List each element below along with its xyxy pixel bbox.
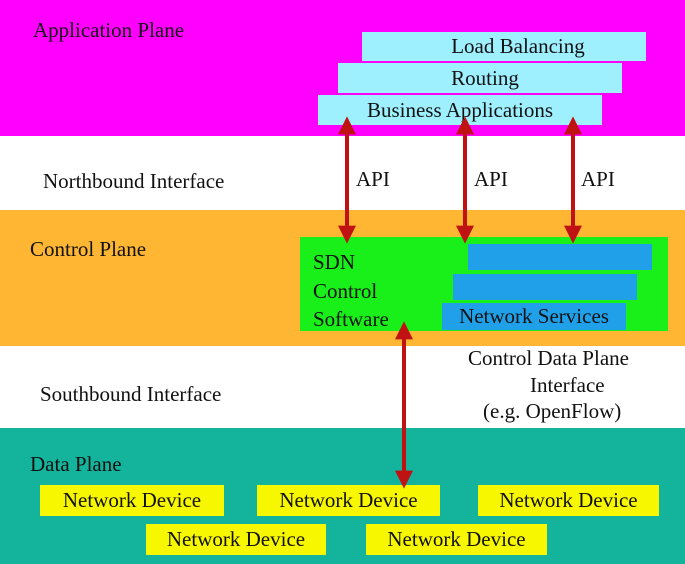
southbound-interface-title: Southbound Interface	[40, 382, 222, 406]
data-plane-title: Data Plane	[30, 452, 122, 476]
network-services-box: Network Services	[442, 303, 626, 330]
network-service-top	[468, 244, 652, 270]
api-label-2: API	[474, 167, 508, 191]
controller-line-1: SDN	[313, 250, 356, 274]
app-load-balancing: Load Balancing	[362, 32, 646, 61]
controller-line-2: Control	[313, 279, 378, 303]
api-label-3: API	[581, 167, 615, 191]
cdpi-line-2: Interface	[530, 373, 605, 397]
cdpi-line-1: Control Data Plane	[468, 346, 629, 370]
northbound-interface-title: Northbound Interface	[43, 169, 225, 193]
network-device-5: Network Device	[366, 524, 547, 555]
api-label-1: API	[356, 167, 390, 191]
network-service-middle	[453, 274, 637, 300]
controller-line-3: Software	[313, 307, 389, 331]
control-plane-title: Control Plane	[30, 237, 147, 261]
cdpi-line-3: (e.g. OpenFlow)	[483, 399, 622, 423]
application-plane-title: Application Plane	[33, 18, 185, 42]
app-routing: Routing	[338, 63, 622, 93]
network-device-3: Network Device	[478, 485, 659, 516]
network-device-4: Network Device	[146, 524, 326, 555]
network-device-2: Network Device	[257, 485, 440, 516]
network-device-1: Network Device	[40, 485, 224, 516]
